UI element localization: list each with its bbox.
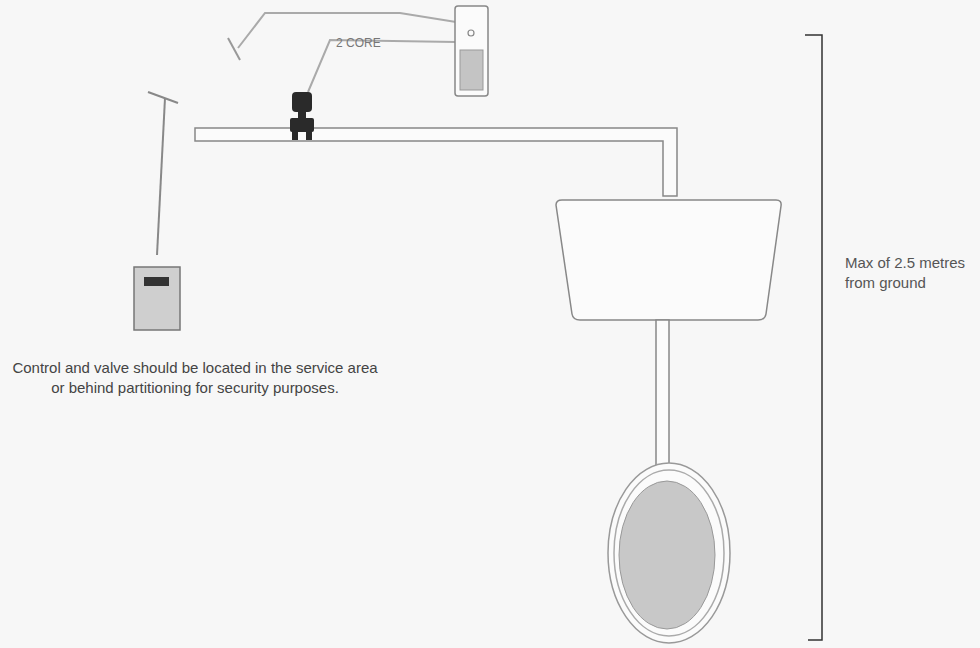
sensor-window <box>460 50 483 90</box>
sensor-wire-2core <box>308 40 456 92</box>
solenoid-valve <box>292 92 312 112</box>
dimension-label: Max of 2.5 metres from ground <box>845 253 970 292</box>
height-bracket <box>805 35 822 640</box>
cistern <box>556 200 781 320</box>
solenoid-valve <box>290 118 314 132</box>
urinal-bowl <box>608 463 730 643</box>
control-display <box>144 277 169 286</box>
installation-note: Control and valve should be located in t… <box>12 358 378 397</box>
supply-pipe <box>195 128 677 196</box>
wire-end <box>228 38 240 60</box>
urinal-basin <box>619 481 715 629</box>
valve-flange <box>306 132 312 140</box>
wire-end <box>148 92 178 103</box>
pir-sensor <box>455 6 488 96</box>
wire-label: 2 CORE <box>336 36 406 52</box>
valve-flange <box>292 132 298 140</box>
urinal-rim <box>614 470 724 636</box>
sensor-lens <box>468 30 474 36</box>
control-box <box>134 267 180 330</box>
control-wire <box>157 98 165 255</box>
solenoid-valve <box>298 110 306 118</box>
